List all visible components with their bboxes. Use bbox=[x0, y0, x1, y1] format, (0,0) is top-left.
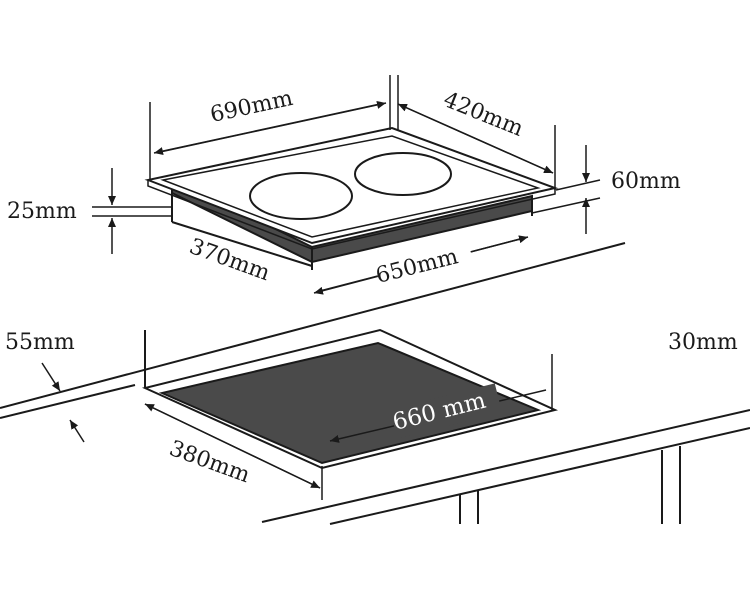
dim-hob-height: 60mm bbox=[531, 145, 681, 234]
dim-worktop-thickness: 55mm bbox=[5, 330, 85, 443]
burner-right bbox=[354, 152, 452, 196]
label-wall-clearance: 30mm bbox=[668, 330, 738, 355]
burner-left bbox=[249, 172, 353, 220]
label-hob-height: 60mm bbox=[611, 169, 681, 194]
worktop bbox=[0, 242, 750, 525]
label-body-width: 650mm bbox=[373, 244, 460, 289]
label-worktop-thickness: 55mm bbox=[5, 330, 75, 355]
label-hob-depth: 420mm bbox=[440, 87, 527, 142]
label-cutout-depth: 380mm bbox=[166, 436, 253, 488]
label-hob-width: 690mm bbox=[208, 86, 295, 128]
label-glass-thickness: 25mm bbox=[7, 199, 77, 224]
hob-unit bbox=[144, 126, 559, 270]
label-body-depth: 370mm bbox=[186, 234, 273, 286]
dim-glass-thickness: 25mm bbox=[7, 168, 172, 254]
